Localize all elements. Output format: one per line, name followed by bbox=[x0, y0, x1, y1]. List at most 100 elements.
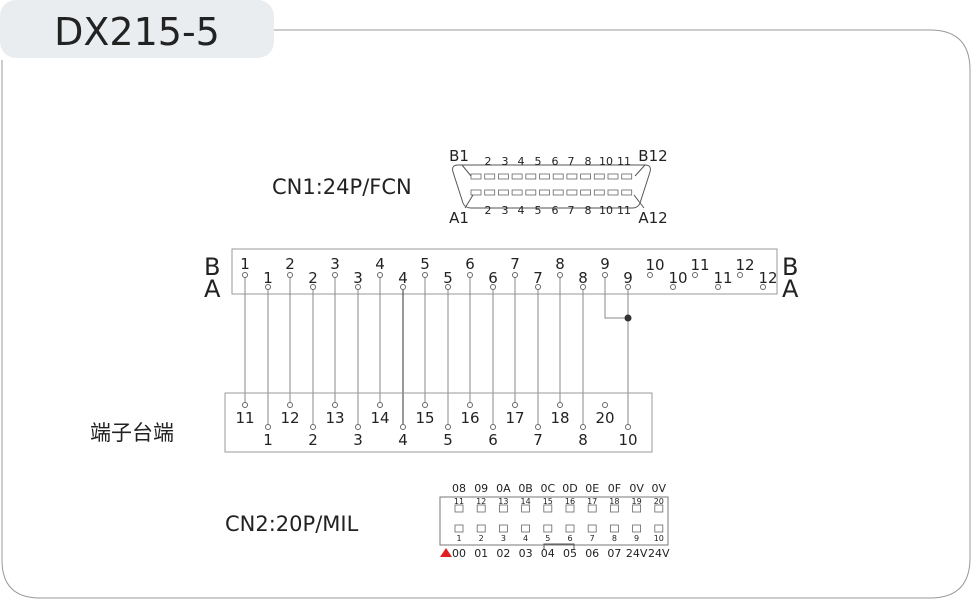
cn1-pin-a bbox=[552, 189, 564, 196]
terminal-a-label: 7 bbox=[533, 269, 543, 287]
block-terminal-16 bbox=[467, 402, 473, 408]
block-terminal-12 bbox=[287, 402, 293, 408]
terminal-b-8 bbox=[557, 272, 563, 278]
cn2-pin bbox=[521, 504, 530, 513]
cn1-pin-b bbox=[580, 173, 591, 180]
cn1-pin-b bbox=[621, 173, 633, 180]
cn1-pin-a bbox=[607, 189, 619, 196]
cn1-pin-b bbox=[511, 173, 523, 180]
block-terminal-label: 15 bbox=[415, 409, 434, 427]
block-terminal-15 bbox=[422, 402, 428, 408]
cn1-top-label: 5 bbox=[535, 155, 542, 168]
cn1-pin-a bbox=[484, 189, 496, 196]
terminal-b-label: 3 bbox=[330, 255, 340, 273]
block-terminal-13 bbox=[332, 402, 338, 408]
cn2-pin bbox=[476, 504, 486, 513]
cn2-bottom-signal: 24V bbox=[648, 547, 670, 560]
pin1-marker-icon bbox=[440, 548, 452, 557]
cn1-bottom-label: A12 bbox=[638, 209, 667, 227]
cn1-top-label: 3 bbox=[502, 155, 509, 168]
cn2-top-pin-number: 15 bbox=[543, 497, 553, 506]
block-terminal-label: 17 bbox=[505, 409, 524, 427]
cn2-top-pin-number: 18 bbox=[609, 497, 619, 506]
cn2-top-pin-number: 11 bbox=[454, 497, 464, 506]
cn2-pin bbox=[543, 524, 553, 533]
terminal-b-6 bbox=[467, 272, 473, 278]
terminal-b-label: 9 bbox=[600, 255, 610, 273]
block-terminal-6 bbox=[490, 424, 496, 430]
terminal-b-label: 10 bbox=[645, 256, 664, 274]
cn2-top-pin-number: 14 bbox=[521, 497, 531, 506]
block-terminal-label: 20 bbox=[595, 409, 614, 427]
terminal-b-3 bbox=[332, 272, 338, 278]
terminal-a-label: 1 bbox=[263, 269, 273, 287]
terminal-b-7 bbox=[512, 272, 518, 278]
cn1-top-label: 6 bbox=[552, 155, 559, 168]
cn2-top-signal: 0D bbox=[562, 482, 577, 495]
cn1-pin-a bbox=[511, 189, 523, 196]
terminal-a-label: 12 bbox=[758, 269, 777, 287]
cn1-pin-b bbox=[607, 173, 619, 180]
cn2-bottom-pin-number: 1 bbox=[456, 534, 461, 543]
wires bbox=[244, 278, 632, 424]
block-terminal-7 bbox=[535, 424, 541, 430]
block-terminal-18 bbox=[557, 402, 563, 408]
cn2-bottom-pin-number: 5 bbox=[545, 534, 550, 543]
cn1-top-label: 10 bbox=[599, 155, 613, 168]
cn2-pin bbox=[654, 524, 664, 533]
cn2-top-pin-number: 19 bbox=[632, 497, 642, 506]
cn1-top-label: B12 bbox=[638, 147, 667, 165]
cn1-pin-b bbox=[566, 173, 578, 180]
block-terminal-11 bbox=[242, 402, 248, 408]
cn1-top-label: 4 bbox=[518, 155, 525, 168]
cn2-pin bbox=[587, 524, 597, 533]
cn2-pins: 081110009122010A133020B144030C155040D166… bbox=[452, 482, 670, 560]
cn2-top-signal: 09 bbox=[474, 482, 488, 495]
cn1-top-label: B1 bbox=[449, 147, 469, 165]
cn1-pin-a bbox=[621, 189, 633, 196]
cn1-bottom-label: 10 bbox=[599, 204, 613, 217]
terminal-b-label: 6 bbox=[465, 255, 475, 273]
block-terminal-label: 1 bbox=[263, 431, 273, 449]
cn1-bottom-label: 5 bbox=[535, 204, 542, 217]
cn2-pin bbox=[454, 524, 464, 533]
cn1-pin-b bbox=[497, 173, 509, 180]
cn2-pin bbox=[565, 524, 575, 533]
cn1-pin-a bbox=[566, 189, 578, 196]
terminal-row-box bbox=[231, 248, 778, 295]
terminal-a-9 bbox=[625, 284, 631, 290]
terminal-a-label: 5 bbox=[443, 269, 453, 287]
terminal-b-10 bbox=[647, 272, 653, 278]
cn2-bottom-pin-number: 4 bbox=[523, 534, 528, 543]
cn2-bottom-pin-number: 7 bbox=[590, 534, 595, 543]
terminal-b-label: 1 bbox=[240, 255, 250, 273]
cn2-top-signal: 0B bbox=[518, 482, 533, 495]
cn1-pin-a bbox=[525, 189, 537, 196]
block-terminal-label: 7 bbox=[533, 431, 543, 449]
cn2-top-signal: 0C bbox=[540, 482, 555, 495]
terminal-a-8 bbox=[580, 284, 586, 290]
junction-dot bbox=[624, 314, 632, 322]
block-terminal-label: 4 bbox=[398, 431, 408, 449]
terminal-a-6 bbox=[490, 284, 496, 290]
cn2-top-signal: 0E bbox=[585, 482, 599, 495]
terminal-b-label: 7 bbox=[510, 255, 520, 273]
leader-line bbox=[633, 194, 645, 209]
block-terminal-1 bbox=[265, 424, 271, 430]
cn2-pin bbox=[476, 524, 486, 533]
block-terminal-label: 6 bbox=[488, 431, 498, 449]
cn2-bottom-signal: 07 bbox=[607, 547, 621, 560]
cn2-top-pin-number: 13 bbox=[498, 497, 508, 506]
outer-frame bbox=[1, 29, 971, 599]
cn2-bottom-signal: 06 bbox=[585, 547, 599, 560]
cn1-pin-b bbox=[525, 173, 537, 180]
terminal-b-9 bbox=[602, 272, 608, 278]
cn1-connector-shell bbox=[452, 164, 651, 209]
cn2-top-signal: 0V bbox=[652, 482, 667, 495]
block-terminal-label: 13 bbox=[325, 409, 344, 427]
terminal-a-3 bbox=[355, 284, 361, 290]
terminal-a-label: 8 bbox=[578, 269, 588, 287]
